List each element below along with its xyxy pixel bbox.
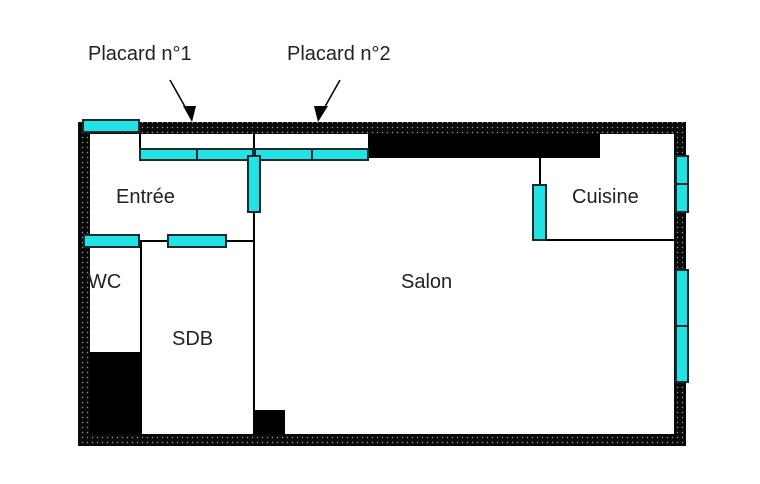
label-wc: WC xyxy=(88,271,122,293)
arrow-placard-1-head xyxy=(183,106,196,122)
label-entree: Entrée xyxy=(116,186,175,208)
door-wc xyxy=(83,234,140,248)
door-sdb xyxy=(167,234,227,248)
arrows xyxy=(169,79,341,122)
label-placard-2: Placard n°2 xyxy=(287,43,391,65)
kitchen-counter xyxy=(368,134,600,158)
window-top-left xyxy=(82,119,140,133)
column-block xyxy=(253,410,285,434)
door-entree-salon xyxy=(247,155,261,213)
arrow-placard-2-head xyxy=(314,106,328,122)
window-right-2 xyxy=(675,183,689,213)
interior-walls xyxy=(90,134,674,434)
door-kitchen xyxy=(532,184,547,241)
window-right-3 xyxy=(675,269,689,327)
bottom-wall xyxy=(78,434,686,446)
openings xyxy=(82,119,689,383)
label-sdb: SDB xyxy=(172,328,214,350)
window-right-4 xyxy=(675,325,689,383)
closet-door-1a xyxy=(139,148,198,161)
wc-block xyxy=(90,352,142,434)
left-wall xyxy=(78,122,90,446)
top-wall xyxy=(78,122,686,134)
window-right-1 xyxy=(675,155,689,185)
label-cuisine: Cuisine xyxy=(572,186,639,208)
closet-door-1b xyxy=(196,148,254,161)
outer-walls xyxy=(78,122,686,446)
label-salon: Salon xyxy=(401,271,453,293)
closet-door-2b xyxy=(311,148,369,161)
closet-door-2a xyxy=(254,148,313,161)
label-placard-1: Placard n°1 xyxy=(88,43,192,65)
